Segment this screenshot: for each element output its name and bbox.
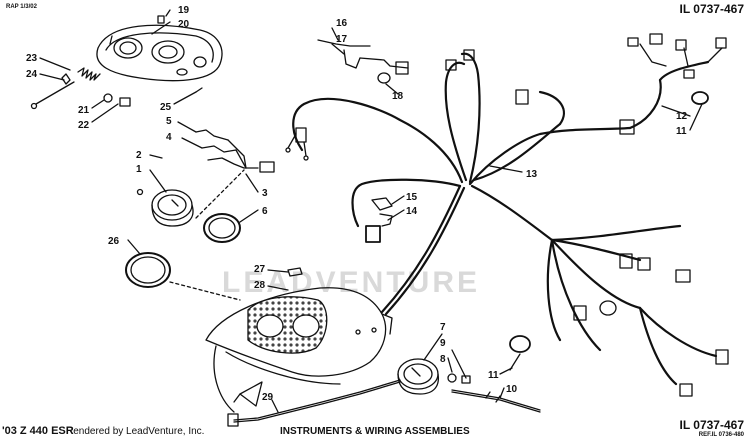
console-housing: [205, 267, 393, 413]
callout-4: 4: [166, 132, 172, 143]
callout-21: 21: [78, 105, 90, 116]
revision-code: RAP 1/3/02: [6, 4, 37, 10]
tachometer: [397, 333, 471, 395]
illustration-number-bottom: IL 0737-467: [679, 418, 745, 432]
assembly-title: INSTRUMENTS & WIRING ASSEMBLIES: [280, 426, 470, 437]
callout-16: 16: [336, 18, 348, 29]
callout-29: 29: [262, 392, 274, 403]
callout-10: 10: [506, 384, 518, 395]
callout-22: 22: [78, 120, 90, 131]
callout-14: 14: [406, 206, 418, 217]
callout-11-bottom: 11: [488, 370, 499, 381]
callout-20: 20: [178, 19, 190, 30]
callout-1: 1: [136, 164, 142, 175]
model-name: '03 Z 440 ESR: [2, 425, 74, 437]
callout-8: 8: [440, 354, 446, 365]
callout-26: 26: [108, 236, 120, 247]
illustration-number-top: IL 0737-467: [679, 2, 745, 16]
callout-11-top: 11: [676, 126, 687, 137]
callout-27: 27: [254, 264, 266, 275]
speedometer: [136, 188, 194, 227]
callout-28: 28: [254, 280, 266, 291]
reference-number: REF.IL 0736-480: [698, 432, 744, 438]
callout-12: 12: [676, 111, 688, 122]
spring-assembly: [30, 67, 101, 110]
callout-24: 24: [26, 69, 38, 80]
callout-2: 2: [136, 150, 142, 161]
instrument-pod: [96, 15, 223, 82]
main-wiring-harness: [292, 52, 718, 386]
callout-18: 18: [392, 91, 404, 102]
callout-9: 9: [440, 338, 446, 349]
callout-15: 15: [406, 192, 418, 203]
callout-19: 19: [178, 5, 190, 16]
watermark: LEADVENTURE: [222, 266, 481, 299]
callout-17: 17: [336, 34, 348, 45]
callout-3: 3: [262, 188, 268, 199]
renderer-credit: Rendered by LeadVenture, Inc.: [66, 426, 205, 437]
callout-13: 13: [526, 169, 538, 180]
callout-6: 6: [262, 206, 268, 217]
callout-23: 23: [26, 53, 38, 64]
callout-7: 7: [440, 322, 446, 333]
callout-5: 5: [166, 116, 172, 127]
callout-25: 25: [160, 102, 172, 113]
